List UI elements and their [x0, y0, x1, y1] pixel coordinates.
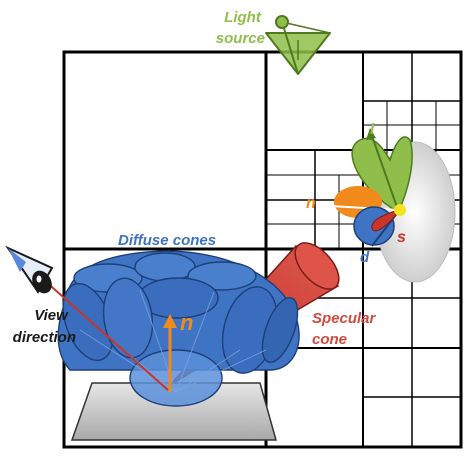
- inset-normal-label: n: [306, 195, 316, 212]
- light-vector-label: l: [370, 121, 375, 138]
- light-source-icon: [265, 15, 331, 75]
- specular-s-label: s: [397, 229, 406, 246]
- specular-cone-label: Specular cone: [312, 310, 380, 348]
- brdf-inset: [329, 128, 456, 283]
- view-ray: [43, 279, 169, 391]
- diffuse-cones: [57, 250, 300, 407]
- eye-icon: [5, 245, 54, 294]
- diffuse-cones-label: Diffuse cones: [118, 232, 216, 249]
- contact-point: [394, 204, 406, 216]
- light-source-label: Light source: [216, 9, 265, 47]
- normal-arrow: [163, 314, 177, 392]
- green-lobe: [351, 136, 413, 214]
- red-lobe: [371, 209, 399, 232]
- view-direction-label: View direction: [13, 307, 76, 346]
- normal-label: n: [180, 310, 193, 335]
- direction-d-label: d: [360, 249, 370, 266]
